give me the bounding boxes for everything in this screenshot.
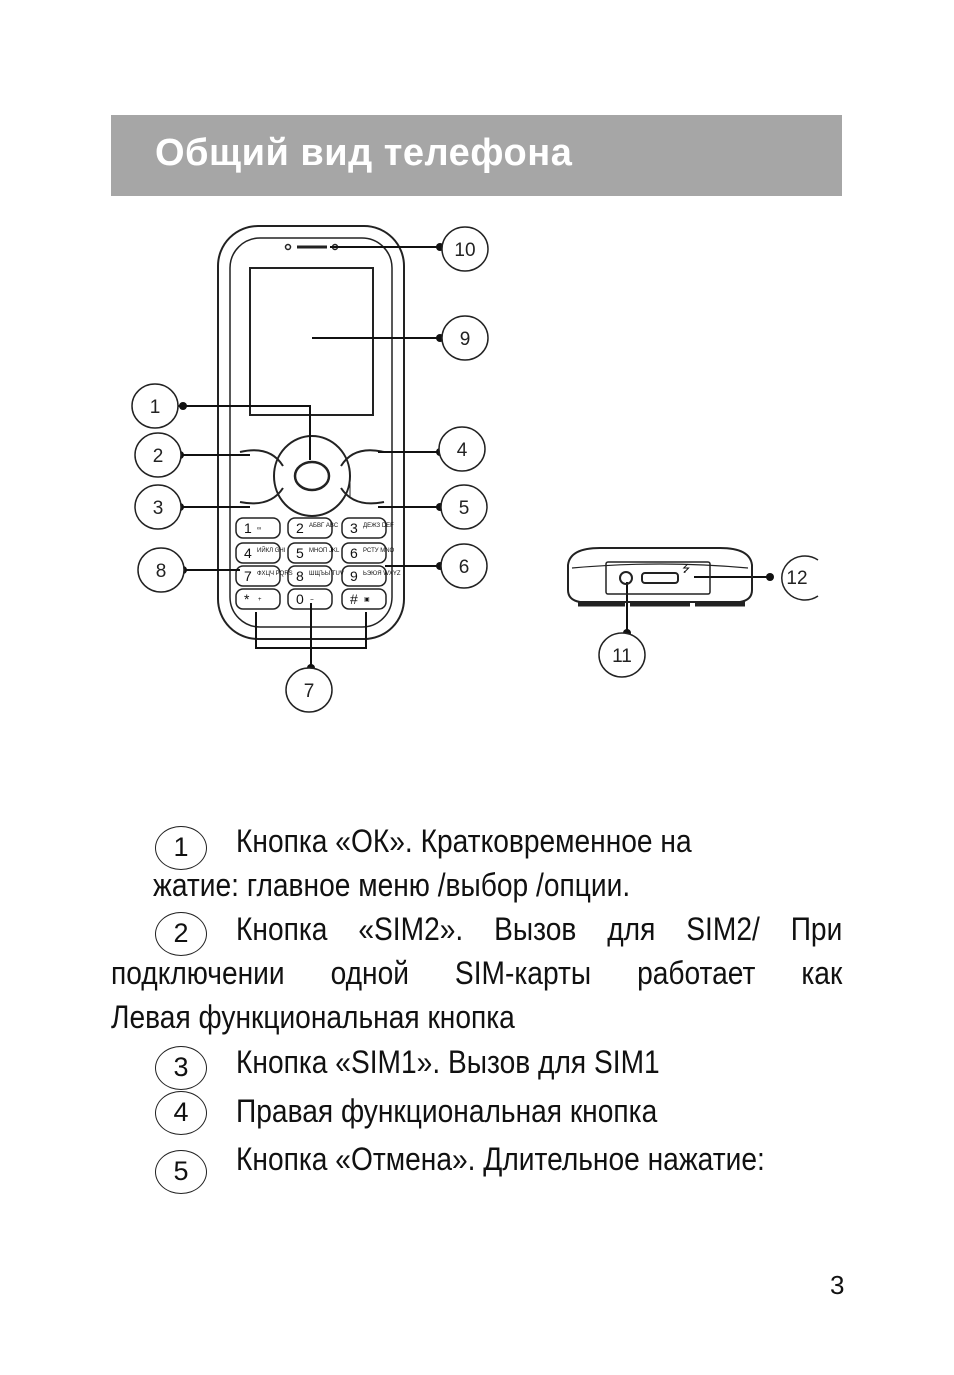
page-title: Общий вид телефона bbox=[155, 132, 573, 174]
item-number: 2 bbox=[155, 912, 207, 956]
description-line: Кнопка «SIM1». Вызов для SIM1 bbox=[236, 1044, 660, 1080]
callout-4: 4 bbox=[457, 440, 468, 461]
svg-text:ШЩЪЫ TUV: ШЩЪЫ TUV bbox=[309, 571, 344, 577]
callout-8: 8 bbox=[156, 561, 167, 582]
phone-bottom-view bbox=[567, 547, 753, 607]
description-line: Правая функциональная кнопка bbox=[236, 1093, 658, 1129]
sim1-key bbox=[239, 487, 284, 505]
description-line: Кнопка «ОК». Кратковременное на bbox=[236, 823, 692, 859]
svg-text:ЬЭЮЯ WXYZ: ЬЭЮЯ WXYZ bbox=[363, 571, 401, 577]
svg-text:РСТУ MNO: РСТУ MNO bbox=[363, 548, 395, 554]
description-line: подключении одной SIM-карты работает как bbox=[111, 955, 843, 991]
section-title-bar: Общий вид телефона bbox=[111, 115, 842, 196]
sim2-key bbox=[239, 449, 284, 467]
callout-circles bbox=[131, 226, 819, 713]
description-line: Левая функциональная кнопка bbox=[111, 999, 515, 1035]
usb-icon: ⭍ bbox=[682, 563, 690, 575]
svg-text:∞: ∞ bbox=[257, 526, 261, 532]
callout-7: 7 bbox=[304, 681, 315, 702]
key-8-label: 8 bbox=[296, 568, 304, 584]
callout-3: 3 bbox=[153, 498, 164, 519]
callout-numbers: 1 2 3 4 5 6 7 8 9 10 11 12 bbox=[150, 240, 808, 702]
item-number: 5 bbox=[155, 1150, 207, 1194]
item-number: 3 bbox=[155, 1046, 207, 1090]
callout-2: 2 bbox=[153, 446, 164, 467]
keypad-labels: 1 2 3 4 5 6 7 8 9 * 0 # bbox=[244, 520, 358, 607]
key-9-label: 9 bbox=[350, 568, 358, 584]
screen bbox=[249, 267, 374, 416]
key-5-label: 5 bbox=[296, 545, 304, 561]
callout-11: 11 bbox=[612, 646, 632, 667]
callout-12: 12 bbox=[786, 568, 807, 589]
callout-9: 9 bbox=[460, 329, 471, 350]
nav-ring bbox=[273, 435, 351, 517]
key-0-label: 0 bbox=[296, 591, 304, 607]
cancel-key bbox=[340, 487, 385, 505]
description-line: жатие: главное меню /выбор /опции. bbox=[153, 867, 631, 903]
svg-text:▣: ▣ bbox=[364, 597, 370, 603]
key-3-label: 3 bbox=[350, 520, 358, 536]
key-6-label: 6 bbox=[350, 545, 358, 561]
item-number: 4 bbox=[155, 1091, 207, 1135]
item-number: 1 bbox=[155, 826, 207, 870]
phone-diagram: 1 2 3 4 5 6 7 8 9 * 0 # ∞ АБВГ ABC ДЕЖЗ … bbox=[131, 225, 819, 713]
callout-1: 1 bbox=[150, 397, 161, 418]
description-line: Кнопка «SIM2». Вызов для SIM2/ При bbox=[236, 911, 843, 947]
svg-text:АБВГ ABC: АБВГ ABC bbox=[309, 523, 339, 529]
key-4-label: 4 bbox=[244, 545, 252, 561]
svg-text:МНОП JKL: МНОП JKL bbox=[309, 548, 340, 554]
key-1-label: 1 bbox=[244, 520, 252, 536]
key-2-label: 2 bbox=[296, 520, 304, 536]
ok-button bbox=[293, 460, 331, 492]
svg-text:+: + bbox=[258, 597, 262, 603]
key-hash-label: # bbox=[350, 591, 358, 607]
key-7-label: 7 bbox=[244, 568, 252, 584]
key-star-label: * bbox=[244, 591, 250, 607]
keypad-sublabels: ∞ АБВГ ABC ДЕЖЗ DEF ИЙКЛ GHI МНОП JKL РС… bbox=[257, 523, 401, 603]
page-number: 3 bbox=[830, 1270, 845, 1300]
callout-6: 6 bbox=[459, 557, 470, 578]
svg-text:ДЕЖЗ DEF: ДЕЖЗ DEF bbox=[363, 523, 394, 529]
callout-10: 10 bbox=[454, 240, 475, 261]
svg-text:ИЙКЛ GHI: ИЙКЛ GHI bbox=[257, 546, 286, 554]
description-line: Кнопка «Отмена». Длительное нажатие: bbox=[236, 1141, 765, 1177]
svg-text:⌣: ⌣ bbox=[310, 597, 314, 603]
callout-5: 5 bbox=[459, 498, 470, 519]
svg-text:ФХЦЧ PQRS: ФХЦЧ PQRS bbox=[257, 571, 293, 577]
